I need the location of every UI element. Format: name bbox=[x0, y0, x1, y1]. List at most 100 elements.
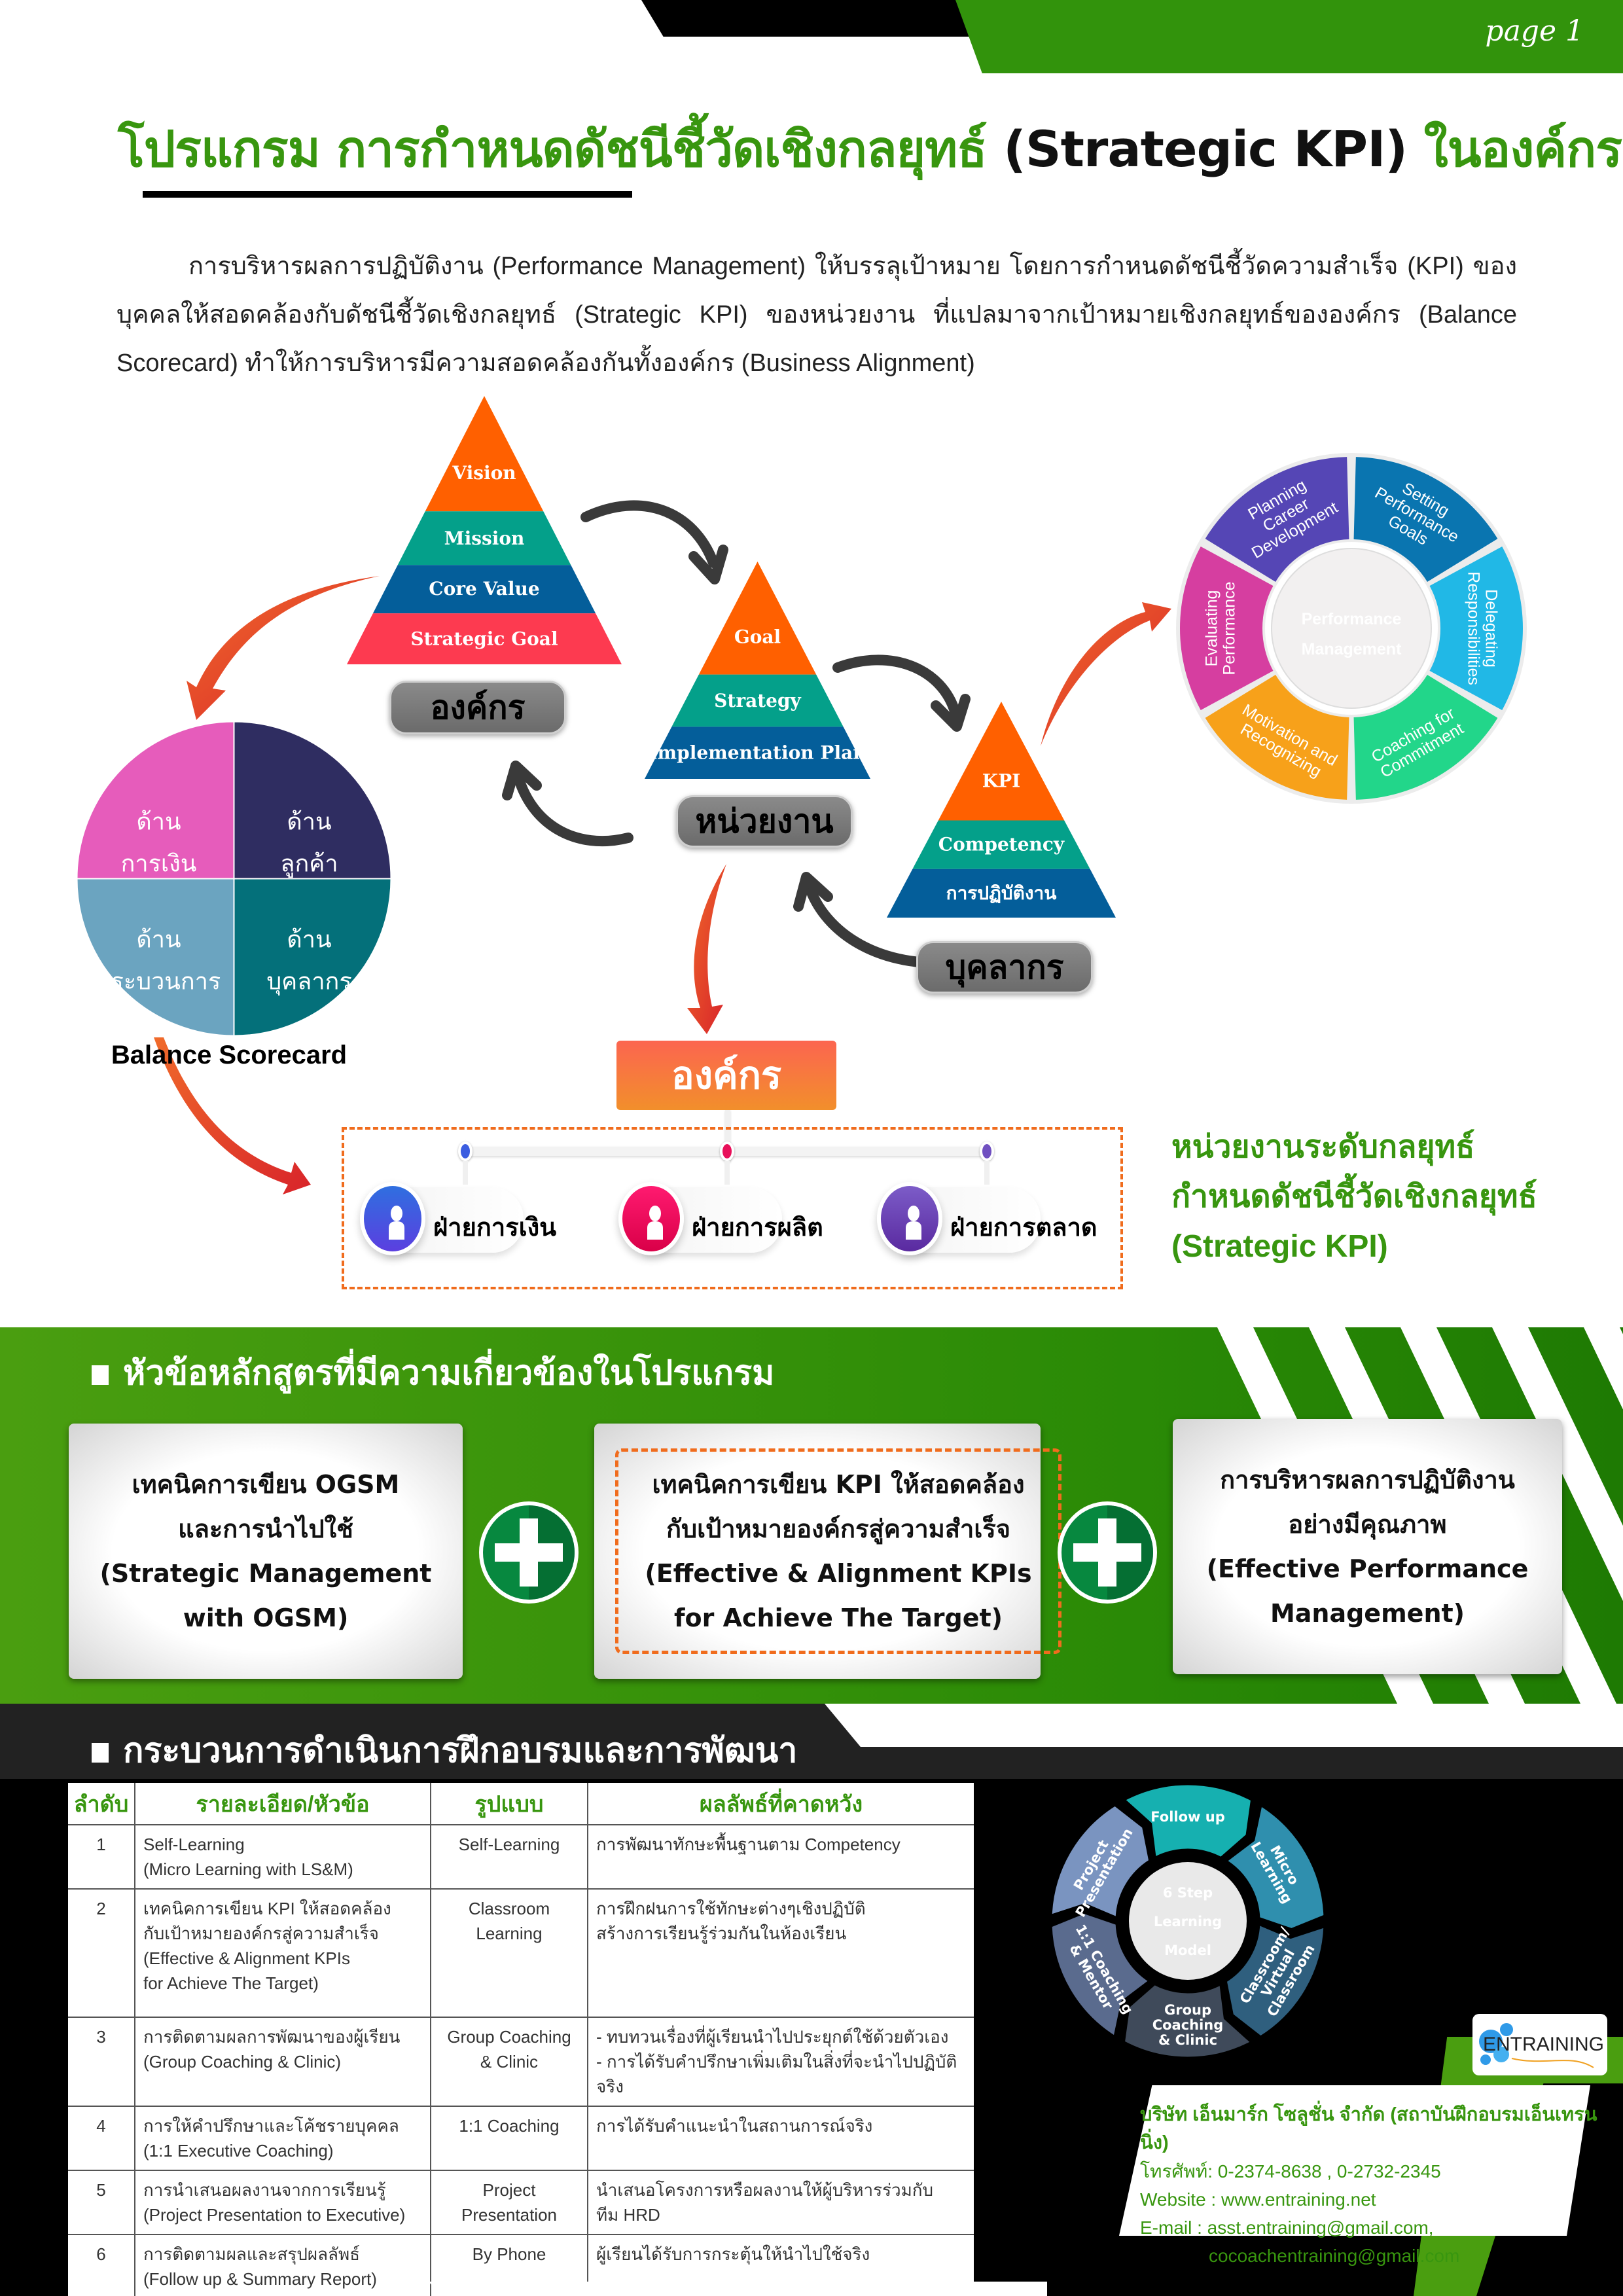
flow-arrows bbox=[154, 500, 1171, 1194]
arrow-to-org-box bbox=[687, 864, 726, 1034]
department-name: ฝ่ายการตลาด bbox=[950, 1213, 1097, 1242]
org-node-dot bbox=[720, 1141, 734, 1161]
scorecard-quadrant bbox=[233, 721, 392, 880]
org-connector-drop bbox=[984, 1161, 990, 1185]
org-connector-drop bbox=[463, 1161, 468, 1185]
six-step-center-label: Model bbox=[1164, 1943, 1211, 1958]
cell-format: Group Coaching& Clinic bbox=[430, 2017, 588, 2107]
intro-paragraph: การบริหารผลการปฏิบัติงาน (Performance Ma… bbox=[116, 242, 1517, 387]
six-step-center-label: Learning bbox=[1154, 1914, 1222, 1929]
company-name: บริษัท เอ็นมาร์ก โซลูชั่น จำกัด (สถาบันฝ… bbox=[1140, 2104, 1597, 2153]
department-avatar bbox=[877, 1182, 942, 1255]
header-white-wedge bbox=[825, 1704, 1623, 1747]
course-card-line: (Effective & Alignment KPIs bbox=[645, 1559, 1032, 1588]
org-node-dot bbox=[458, 1141, 473, 1161]
scorecard-quadrant-label: บุคลากร bbox=[266, 969, 351, 996]
personnel-pyramid-layer bbox=[938, 702, 1065, 821]
course-card-line: for Achieve The Target) bbox=[673, 1604, 1003, 1632]
org-pyramid-layer bbox=[372, 565, 596, 614]
learning-step-segment bbox=[1121, 1981, 1255, 2060]
cell-detail: การติดตามผลการพัฒนาของผู้เรียน(Group Coa… bbox=[134, 2017, 431, 2107]
person-icon bbox=[389, 1206, 404, 1240]
course-card-performance-management: การบริหารผลการปฏิบัติงานอย่างมีคุณภาพ(Ef… bbox=[1173, 1419, 1562, 1674]
balance-scorecard-caption: Balance Scorecard bbox=[111, 1041, 348, 1069]
scorecard-quadrant bbox=[76, 721, 235, 880]
six-step-learning-model: MicroLearningClassroom/VirtualClassroomG… bbox=[1048, 1782, 1327, 2060]
entraining-logo: ENTRAINING bbox=[1472, 2014, 1607, 2075]
strategic-note-line-2: กำหนดดัชนีชี้วัดเชิงกลยุทธ์ bbox=[1171, 1179, 1537, 1214]
wheel-segment bbox=[1429, 546, 1523, 711]
cell-no: 3 bbox=[68, 2017, 135, 2107]
company-phone[interactable]: โทรศัพท์: 0-2374-8638 , 0-2732-2345 bbox=[1140, 2161, 1441, 2181]
strategic-note-line-3: (Strategic KPI) bbox=[1171, 1229, 1388, 1264]
cell-detail: การติดตามผลและสรุปผลลัพธ์(Follow up & Su… bbox=[134, 2234, 431, 2296]
scorecard-quadrant bbox=[233, 878, 392, 1037]
course-card-line: with OGSM) bbox=[183, 1604, 349, 1632]
learning-step-label: Coaching bbox=[1152, 2017, 1224, 2033]
cell-no: 1 bbox=[68, 1824, 135, 1890]
personnel-pyramid-layer-label: KPI bbox=[982, 770, 1021, 792]
wheel-segment-label: Responsibilities bbox=[1465, 571, 1483, 685]
scorecard-quadrant-label: ด้าน bbox=[136, 927, 181, 954]
contact-card bbox=[1119, 2085, 1590, 2236]
learning-step-segment bbox=[1120, 1782, 1255, 1861]
dept-pyramid-layer bbox=[698, 562, 817, 675]
dept-pyramid-layer bbox=[671, 674, 844, 727]
wheel-center-label: Performance bbox=[1302, 610, 1402, 628]
arrow-to-org-chart bbox=[154, 1037, 311, 1194]
strategic-note-line-1: หน่วยงานระดับกลยุทธ์ bbox=[1171, 1130, 1475, 1164]
cell-no: 2 bbox=[68, 1888, 135, 2018]
title-underline bbox=[143, 191, 632, 198]
department-avatar bbox=[360, 1182, 425, 1255]
course-card-line: และการนำไปใช้ bbox=[178, 1515, 353, 1543]
strategic-level-note: หน่วยงานระดับกลยุทธ์ กำหนดดัชนีชี้วัดเชิ… bbox=[1171, 1122, 1537, 1272]
logo-text: ENTRAINING bbox=[1483, 2034, 1604, 2055]
arrow-dept-to-personnel bbox=[832, 655, 961, 719]
cell-result: การพัฒนาทักษะพื้นฐานตาม Competency bbox=[587, 1824, 974, 1890]
table-header-row: ลำดับ รายละเอียด/หัวข้อ รูปแบบ ผลลัพธ์ที… bbox=[68, 1783, 974, 1825]
scorecard-quadrant-label: ลูกค้า bbox=[280, 851, 338, 878]
department-name: ฝ่ายการเงิน bbox=[433, 1213, 557, 1242]
org-connector-vertical bbox=[725, 1110, 730, 1162]
cell-result: นำเสนอโครงการหรือผลงานให้ผู้บริหารร่วมกั… bbox=[587, 2170, 974, 2235]
cell-format: 1:1 Coaching bbox=[430, 2106, 588, 2171]
person-icon bbox=[906, 1206, 921, 1240]
personnel-pyramid-layer-label: การปฏิบัติงาน bbox=[946, 882, 1057, 904]
course-card-line: (Strategic Management bbox=[99, 1559, 432, 1588]
cell-detail: การให้คำปรึกษาและโค้ชรายบุคคล(1:1 Execut… bbox=[134, 2106, 431, 2171]
title-thai-part-2: ในองค์กร bbox=[1407, 120, 1622, 178]
contact-info: บริษัท เอ็นมาร์ก โซลูชั่น จำกัด (สถาบันฝ… bbox=[1140, 2101, 1623, 2270]
plus-icon bbox=[1055, 1499, 1160, 1607]
course-card-line: (Effective Performance bbox=[1206, 1554, 1529, 1583]
course-card-line: กับเป้าหมายองค์กรสู่ความสำเร็จ bbox=[666, 1515, 1011, 1543]
cell-detail: Self-Learning(Micro Learning with LS&M) bbox=[134, 1824, 431, 1890]
org-root-box: องค์กร bbox=[616, 1041, 836, 1110]
org-pyramid-layer-label: Mission bbox=[444, 528, 525, 549]
dept-pyramid-layer-label: Strategy bbox=[714, 690, 801, 711]
course-card-line: เทคนิคการเขียน KPI ให้สอดคล้อง bbox=[652, 1470, 1025, 1499]
company-email-1[interactable]: E-mail : asst.entraining@gmail.com, bbox=[1140, 2217, 1434, 2238]
learning-step-label: & Clinic bbox=[1158, 2032, 1217, 2048]
course-card-ogsm: เทคนิคการเขียน OGSM และการนำไปใช้ (Strateg… bbox=[69, 1424, 463, 1679]
arrow-org-to-dept bbox=[580, 500, 719, 568]
scorecard-quadrant-label: ด้าน bbox=[287, 809, 331, 836]
wheel-segment bbox=[1180, 546, 1274, 711]
org-pyramid-layer bbox=[397, 511, 571, 565]
training-process-table: ลำดับ รายละเอียด/หัวข้อ รูปแบบ ผลลัพธ์ที… bbox=[68, 1783, 974, 2296]
page-title: โปรแกรม การกำหนดดัชนีชี้วัดเชิงกลยุทธ์ (… bbox=[118, 110, 1622, 188]
org-departments-frame bbox=[342, 1127, 1123, 1289]
company-website[interactable]: Website : www.entraining.net bbox=[1140, 2189, 1376, 2210]
learning-step-segment bbox=[1048, 1802, 1152, 1921]
company-email-2[interactable]: cocoachentraining@gmail.com bbox=[1209, 2246, 1460, 2266]
wheel-segment-label: Delegating bbox=[1482, 589, 1501, 668]
learning-step-label: Group bbox=[1164, 2002, 1211, 2018]
course-card-line: เทคนิคการเขียน OGSM bbox=[132, 1470, 400, 1499]
cell-result: การฝึกฝนการใช้ทักษะต่างๆเชิงปฏิบัติสร้าง… bbox=[587, 1888, 974, 2018]
dept-pyramid-layer-label: Goal bbox=[734, 626, 781, 647]
